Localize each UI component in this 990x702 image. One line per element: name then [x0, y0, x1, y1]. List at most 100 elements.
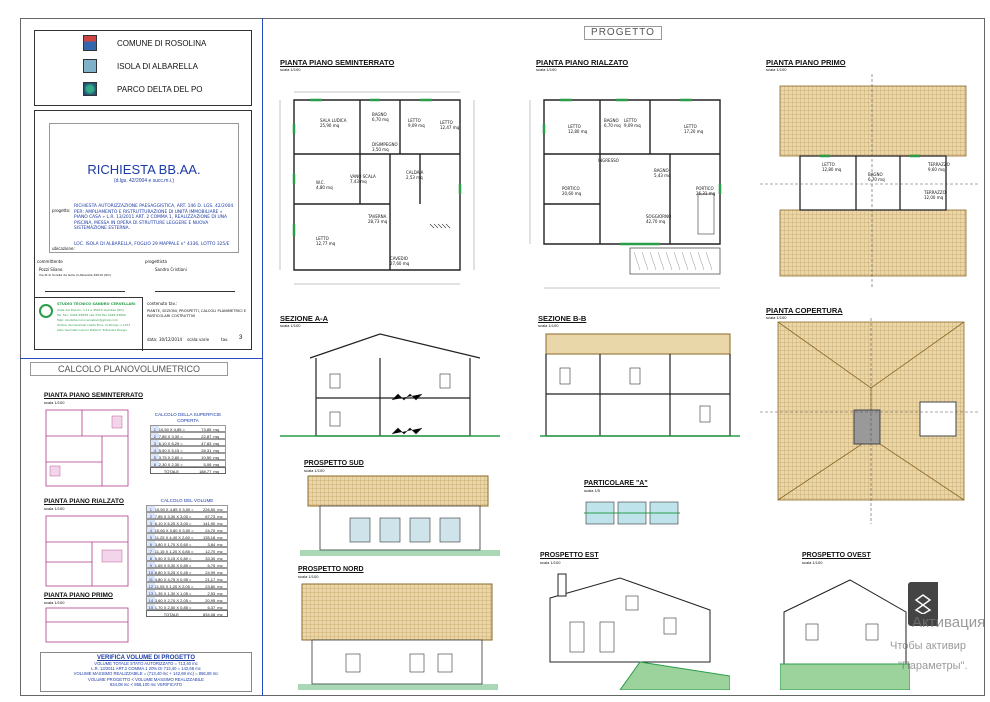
superficie-cell-unit: mq	[213, 455, 219, 460]
delta-po-logo-icon	[83, 82, 97, 96]
room-ria-ingresso: INGRESSO	[598, 158, 619, 163]
room-sem-caldaia-area: 2,53 mq	[406, 175, 423, 180]
room-ria-letto2: LETTO	[624, 118, 637, 123]
plani-diagram-seminterrato	[45, 409, 129, 487]
room-sem-taverna: TAVERNA	[368, 214, 387, 219]
room-ria-bagno-area: 6,70 mq	[604, 123, 621, 128]
superficie-cell-unit: mq	[213, 427, 219, 432]
section-bb	[540, 333, 740, 437]
room-sem-sala: SALA LUDICA	[320, 118, 347, 123]
tav-value: 3	[239, 335, 243, 341]
plani-scale-primo: scala 1/100	[44, 600, 65, 605]
volume-cell-formula: 1,35 X 1,30 X 1,05 =	[154, 591, 192, 596]
superficie-cell-unit: mq	[213, 448, 219, 453]
room-sem-letto3-area: 12,77 mq	[316, 241, 336, 246]
detail-a	[584, 501, 680, 525]
studio-line-3: Mail: studiotecnicocervellari@gmail.com	[57, 318, 118, 322]
main-subtitle: (d.lgs. 42/2004 e succ.m.i.)	[113, 178, 175, 184]
committente-name: Pozzi Sliano	[39, 267, 63, 272]
room-pri-terrazzo2: TERRAZZO	[924, 190, 946, 195]
verifica-box: VERIFICA VOLUME DI PROGETTO VOLUME TOTAL…	[40, 652, 252, 692]
volume-cell-n: 14	[147, 597, 155, 603]
room-sem-disimpegno: DISIMPEGNO	[372, 142, 398, 147]
room-pri-bagno-area: 6,70 mq	[868, 177, 885, 182]
room-ria-letto1: LETTO	[568, 124, 581, 129]
room-pri-letto-area: 12,80 mq	[822, 167, 842, 172]
volume-total-value: 834,08	[203, 612, 216, 617]
volume-cell-unit: mc	[217, 563, 223, 568]
progetto-header: PROGETTO	[584, 26, 662, 40]
room-sem-taverna-area: 28,73 mq	[368, 219, 388, 224]
verifica-title: VERIFICA VOLUME DI PROGETTO	[96, 655, 195, 661]
room-ria-letto3: LETTO	[684, 124, 697, 129]
volume-cell-n: 5	[147, 534, 155, 540]
signature-line-2	[155, 291, 235, 292]
superficie-total-label: TOTALE	[163, 469, 180, 474]
volume-cell-value: 3,84	[207, 542, 216, 547]
superficie-cell-n: 2	[151, 433, 159, 439]
plani-title-primo: PIANTA PIANO PRIMO	[44, 592, 113, 599]
superficie-cell-formula: 10,50 X 4,85 =	[158, 427, 185, 432]
room-sem-bagno: BAGNO	[372, 112, 387, 117]
volume-cell-n: 6	[147, 541, 155, 547]
volume-cell-formula: 3,80 X 1,70 X 0,60 =	[154, 542, 192, 547]
scale-sezione-bb: scala 1/100	[538, 323, 559, 328]
studio-line-1: Viale del Popolo, n.11 e 45010 Gambas (R…	[57, 308, 124, 312]
volume-cell-value: 20,95	[205, 598, 216, 603]
volume-cell-unit: mc	[217, 605, 223, 610]
superficie-cell-n: 6	[151, 461, 159, 467]
title-prospetto-ovest: PROSPETTO OVEST	[802, 552, 871, 559]
superficie-cell-formula: 6,10 X 6,25 =	[158, 441, 183, 446]
volume-cell-n: 8	[147, 555, 155, 561]
dropbox-icon[interactable]	[908, 582, 938, 626]
volume-cell-n: 9	[147, 562, 155, 568]
title-block: RICHIESTA BB.AA. (d.lgs. 42/2004 e succ.…	[34, 110, 252, 351]
room-sem-letto2: LETTO	[440, 120, 453, 125]
room-ria-bagno: BAGNO	[604, 118, 619, 123]
ubicazione-text: LOC. ISOLA DI ALBARELLA, FOGLIO 29 MAPPA…	[74, 242, 230, 247]
studio-line-5: Albo Geometri Lavori Pubblici Tribunale …	[57, 328, 128, 332]
room-sem-cavedio: CAVEDIO	[390, 256, 408, 261]
elevation-north	[298, 583, 498, 690]
plan-rialzato	[529, 98, 722, 289]
volume-cell-value: 226,50	[203, 507, 216, 512]
verifica-line-4: VOLUME PROGETTO < VOLUME MASSIMO REALIZZ…	[88, 676, 204, 682]
volume-cell-value: 24,99	[205, 570, 216, 575]
volume-cell-unit: mc	[217, 598, 223, 603]
room-ria-letto2-area: 9,09 mq	[624, 123, 641, 128]
volume-cell-unit: mc	[217, 542, 223, 547]
volume-cell-unit: mc	[217, 549, 223, 554]
superficie-cell-n: 4	[151, 447, 159, 453]
room-sem-caldaia: CALDAIA	[406, 170, 424, 175]
volume-cell-n: 11	[147, 576, 155, 582]
studio-name: STUDIO TECNICO SANDRO CERVELLARI	[57, 302, 136, 306]
authorities-box: COMUNE DI ROSOLINA ISOLA DI ALBARELLA PA…	[34, 30, 252, 106]
superficie-cell-n: 1	[151, 426, 159, 432]
scale-particolare: scala 1/5	[584, 488, 601, 493]
elevation-west	[780, 579, 910, 690]
plan-copertura	[760, 318, 980, 524]
volume-cell-formula: 10,60 X 0,80 X 3,00 =	[154, 528, 194, 533]
sheet-border	[20, 18, 985, 696]
room-sem-bagno-area: 6,70 mq	[372, 117, 389, 122]
studio-line-2: Tel. Fax: 0426 93658 cell.339 Fax 0426 9…	[57, 313, 126, 317]
room-sem-letto2-area: 12,47 mq	[440, 125, 460, 130]
elevation-east	[549, 573, 730, 690]
title-copertura: PIANTA COPERTURA	[766, 306, 843, 315]
volume-cell-unit: mc	[217, 507, 223, 512]
superficie-cell-value: 73,85	[201, 427, 212, 432]
left-panel-divider	[262, 18, 263, 696]
section-aa	[280, 333, 500, 437]
volume-cell-n: 13	[147, 590, 155, 596]
volume-cell-formula: 11,25 X 4,40 X 2,60 =	[154, 535, 194, 540]
room-sem-wc-area: 4,80 mq	[316, 185, 333, 190]
albarella-logo-icon	[83, 59, 97, 73]
title-seminterrato: PIANTA PIANO SEMINTERRATO	[280, 58, 395, 67]
watermark-line-2: Чтобы активир	[890, 640, 966, 652]
room-sem-disimpegno-area: 3,50 mq	[372, 147, 389, 152]
